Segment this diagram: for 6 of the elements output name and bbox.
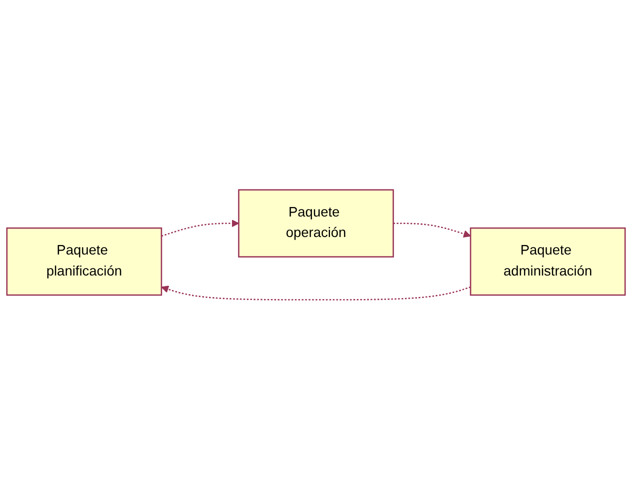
node-box: Paquete administración (470, 228, 626, 296)
node-box: Paquete operación (238, 189, 394, 258)
arrow (161, 220, 240, 237)
node-box: Paquete planificación (6, 228, 162, 296)
arrow (161, 286, 471, 301)
arrow (393, 222, 471, 238)
